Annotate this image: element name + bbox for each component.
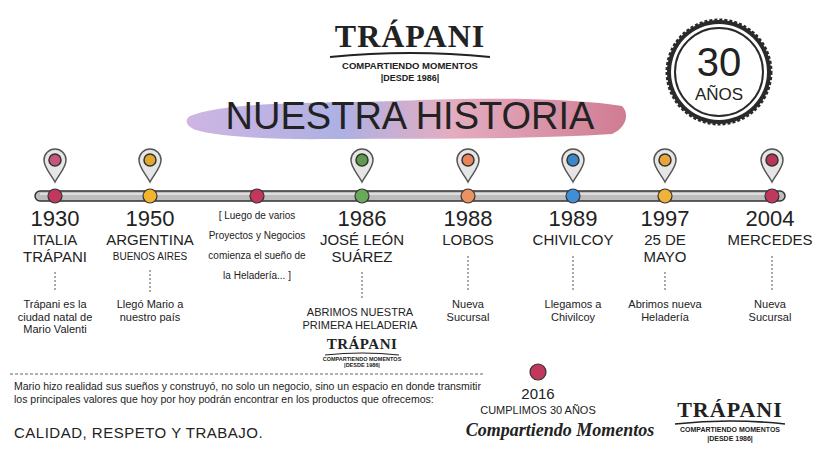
event-note: Llegó Mario a nuestro país: [116, 298, 184, 323]
anniversary-dot: [530, 364, 546, 380]
logo-since: |DESDE 1986|: [707, 435, 753, 443]
year-label: 1930: [31, 206, 80, 231]
badge-word: AÑOS: [695, 86, 743, 103]
logo-swoosh: [325, 353, 399, 355]
badge-edge: [667, 20, 771, 124]
bracket-note: [ Luego de varios Proyectos y Negocios c…: [205, 206, 309, 286]
year-label: 1988: [444, 206, 493, 231]
event-note: Abrimos nueva Heladería: [619, 298, 711, 323]
separator-line: [10, 374, 485, 375]
logo-wordmark: TRÁPANI: [335, 18, 485, 55]
place-label: CHIVILCOY: [533, 231, 614, 248]
anniversary-badge: 30AÑOS: [679, 32, 759, 112]
pin-markers: [44, 149, 783, 182]
logo-wordmark: TRÁPANI: [327, 336, 398, 353]
logo-tagline: COMPARTIENDO MOMENTOS: [323, 356, 402, 362]
values-line: CALIDAD, RESPETO Y TRABAJO.: [14, 424, 263, 441]
anniversary-slogan: Compartiendo Momentos: [466, 420, 655, 441]
logo-since: |DESDE 1986|: [381, 73, 440, 83]
logo-tagline: COMPARTIENDO MOMENTOS: [680, 426, 780, 434]
event-note: Nueva Sucursal: [739, 298, 801, 323]
year-label: 1986: [338, 206, 387, 231]
place-sublabel: BUENOS AIRES: [113, 251, 187, 263]
event-note: ABRIMOS NUESTRA PRIMERA HELADERIA: [294, 306, 426, 331]
logo-tagline: COMPARTIENDO MOMENTOS: [342, 61, 478, 72]
year-label: 1997: [641, 206, 690, 231]
badge-number: 30: [697, 42, 742, 82]
event-note: Nueva Sucursal: [437, 298, 499, 323]
logo-since: |DESDE 1986|: [344, 362, 380, 368]
place-label: 25 DE MAYO: [629, 231, 701, 266]
logo-wordmark: TRÁPANI: [677, 397, 783, 422]
year-label: 1950: [126, 206, 175, 231]
year-label: 2004: [746, 206, 795, 231]
badge-ring: [675, 28, 763, 116]
place-label: MERCEDES: [727, 231, 812, 248]
place-label: JOSÉ LEÓN SUÁREZ: [314, 231, 410, 266]
place-label: ITALIA TRÁPANI: [15, 231, 95, 266]
story-paragraph: Mario hizo realidad sus sueños y constru…: [14, 380, 486, 406]
badge-face: [671, 24, 767, 120]
year-label: 1989: [549, 206, 598, 231]
event-note: Llegamos a Chivilcoy: [532, 298, 614, 323]
anniversary-note: CUMPLIMOS 30 AÑOS: [480, 404, 596, 417]
event-note: Trápani es la ciudad natal de Mario Vale…: [8, 298, 103, 336]
page-title: NUESTRA HISTORIA: [226, 97, 595, 135]
anniversary-year: 2016: [521, 385, 554, 402]
place-label: ARGENTINA: [106, 231, 194, 248]
place-label: LOBOS: [442, 231, 494, 248]
timeline-dots: [48, 189, 779, 203]
